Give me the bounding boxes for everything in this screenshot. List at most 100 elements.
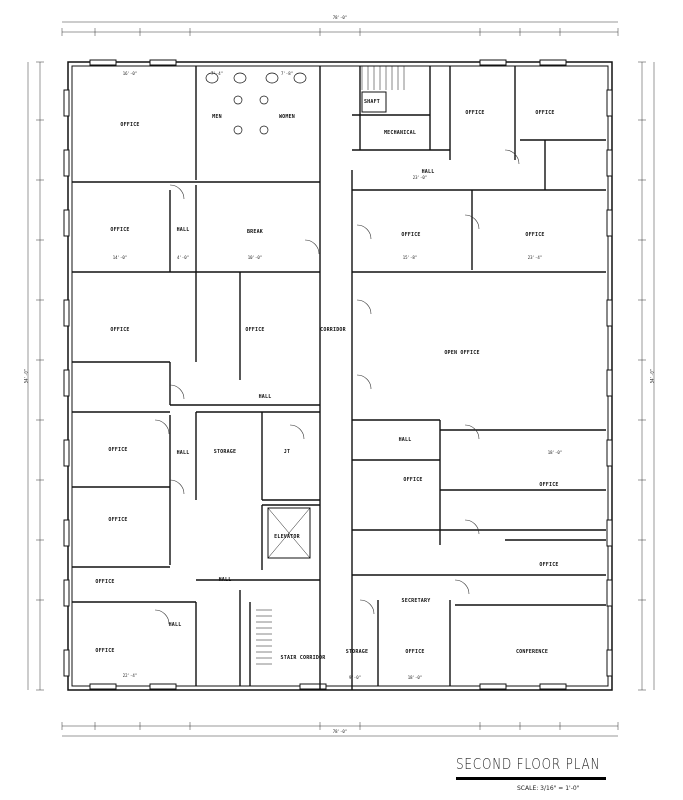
scale-note: SCALE: 3/16" = 1'-0" [517,785,580,792]
room-label: OFFICE [535,110,555,116]
room-label: SECRETARY [401,598,431,604]
room-label: OFFICE [95,648,115,654]
window [63,579,70,607]
room-label: OFFICE [108,447,128,453]
dimension-label: 7'-4" [210,71,224,76]
door-swing [289,424,305,440]
room-label: OFFICE [120,122,140,128]
door-swing [154,609,170,625]
room-label: BREAK [246,229,264,235]
room-label: MEN [212,114,222,120]
dimension-label: 23'-4" [527,255,543,260]
window [63,299,70,327]
room-label: OFFICE [110,227,130,233]
elevator-shaft [267,507,311,559]
room-label: HALL [218,577,232,583]
window [63,649,70,677]
window [606,439,613,467]
door-swing [356,299,372,315]
dimension-label: 9'-0" [348,675,362,680]
door-swing [464,424,480,440]
dimension-label: 22'-4" [122,673,138,678]
window [606,299,613,327]
room-label: ELEVATOR [274,534,300,540]
room-label: OFFICE [403,477,423,483]
room-label: STAIR CORRIDOR [280,655,326,661]
room-label: OFFICE [108,517,128,523]
exterior-wall-outer [67,61,613,691]
title-underline [456,777,606,780]
window [63,519,70,547]
door-swing [304,239,320,255]
room-label: HALL [421,169,435,175]
room-label: OFFICE [539,562,559,568]
room-label: OFFICE [95,579,115,585]
room-label: STORAGE [345,649,369,655]
window [89,59,117,66]
door-swing [464,519,480,535]
window [606,89,613,117]
window [606,579,613,607]
room-label: HALL [176,450,190,456]
room-label: JT [283,449,291,455]
window [606,649,613,677]
window [479,59,507,66]
window [89,683,117,690]
window [63,209,70,237]
sink-fixture [259,95,269,105]
window [606,149,613,177]
toilet-fixture [205,72,219,84]
dimension-label: 18'-0" [547,450,563,455]
sink-fixture [259,125,269,135]
window [63,149,70,177]
room-label: SHAFT [363,99,381,105]
dimension-label: 78'-0" [332,15,348,20]
room-label: HALL [176,227,190,233]
room-label: OFFICE [401,232,421,238]
room-label: CORRIDOR [320,327,346,333]
window [63,89,70,117]
dimension-label: 14'-0" [112,255,128,260]
toilet-fixture [265,72,279,84]
door-swing [454,579,470,595]
door-swing [169,184,185,200]
door-swing [169,479,185,495]
door-swing [359,599,375,615]
room-label: OPEN OFFICE [444,350,480,356]
toilet-fixture [293,72,307,84]
window [63,369,70,397]
room-label: OFFICE [525,232,545,238]
window [149,59,177,66]
window [606,519,613,547]
door-swing [356,374,372,390]
dimension-label: 16'-0" [122,71,138,76]
window [149,683,177,690]
elevator-cross [267,507,311,559]
toilet-fixture [233,72,247,84]
door-swing [464,214,480,230]
dimension-label: 4'-0" [176,255,190,260]
plan-title: SECOND FLOOR PLAN [456,755,601,773]
window [479,683,507,690]
sink-fixture [233,125,243,135]
window [539,59,567,66]
window [539,683,567,690]
dimension-label: 18'-0" [407,675,423,680]
door-swing [169,384,185,400]
door-swing [356,224,372,240]
room-label: HALL [168,622,182,628]
room-label: OFFICE [405,649,425,655]
door-swing [154,419,170,435]
dimension-label: 54'-0" [649,368,655,384]
room-label: OFFICE [465,110,485,116]
door-swing [504,149,520,165]
room-label: OFFICE [245,327,265,333]
room-label: STORAGE [213,449,237,455]
dimension-label: 7'-8" [280,71,294,76]
room-label: MECHANICAL [383,130,417,136]
window [606,209,613,237]
sink-fixture [233,95,243,105]
room-label: HALL [398,437,412,443]
